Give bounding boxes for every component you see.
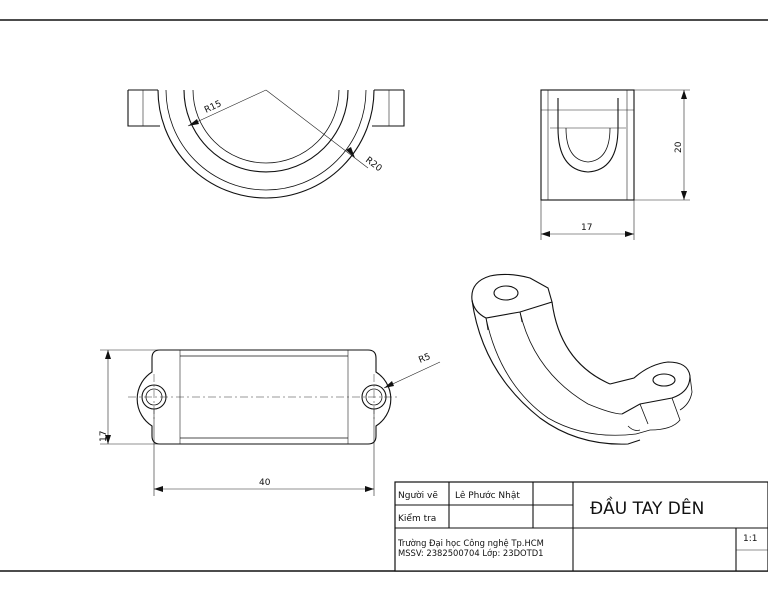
dim-height-20: 20 [674,141,684,153]
dim-length-40: 40 [259,478,271,488]
checked-label: Kiểm tra [398,513,436,524]
dim-height-17: 17 [99,431,109,442]
dim-r20: R20 [363,155,383,174]
drawn-by-name: Lê Phước Nhật [455,490,520,501]
isometric-view [471,273,693,445]
school-name: Trường Đại học Công nghệ Tp.HCM [397,538,544,549]
top-view: R15 R20 [127,89,405,199]
dim-r5: R5 [417,352,432,366]
part-title: ĐẦU TAY DÊN [590,495,704,519]
r15-leader [187,89,267,127]
scale-value: 1:1 [743,534,757,544]
bottom-view: R5 17 40 [99,349,441,496]
dim-r15: R15 [203,99,223,116]
title-block: Người vẽ Lê Phước Nhật Kiểm tra Trường Đ… [394,481,768,572]
side-view: 20 17 [540,89,690,240]
drawn-by-label: Người vẽ [398,490,438,501]
r20-leader [265,89,369,169]
dim-width-17: 17 [581,223,592,233]
student-info: MSSV: 2382500704 Lớp: 23DOTD1 [398,548,544,558]
